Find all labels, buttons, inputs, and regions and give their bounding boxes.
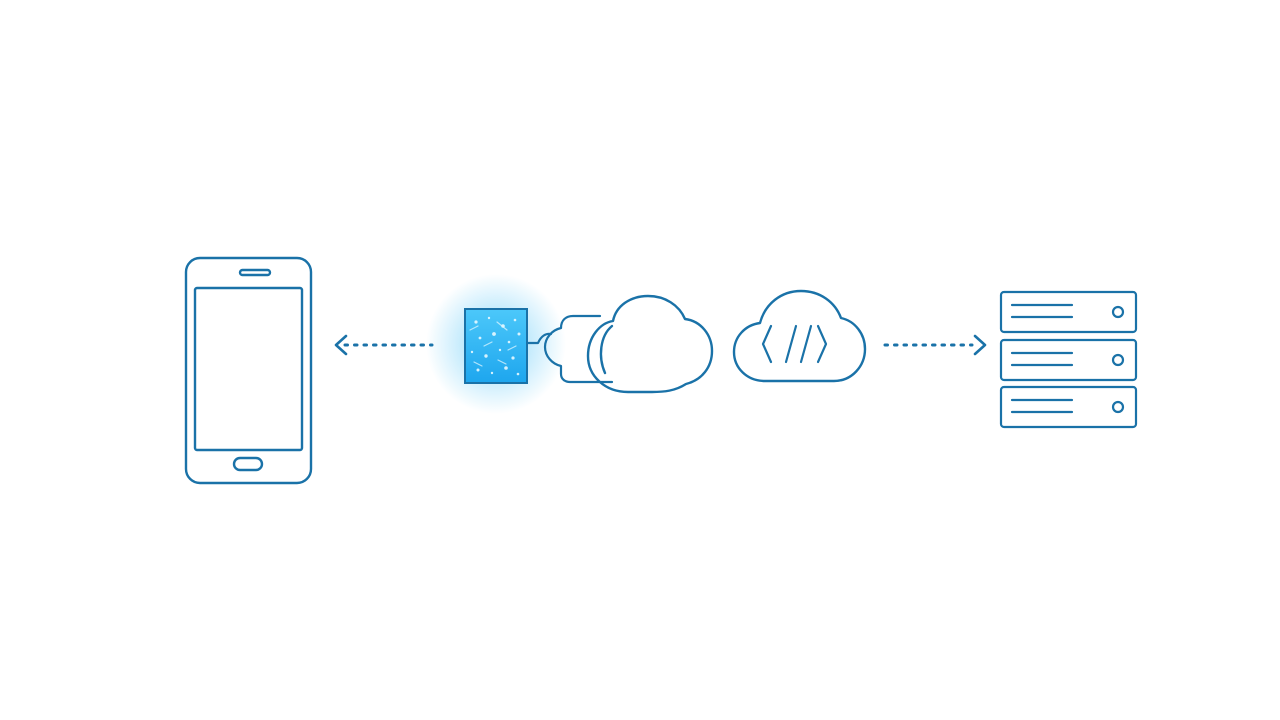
cloud-icon [586,294,714,394]
code-cloud-outline [732,289,867,383]
code-symbol-icon [761,324,828,364]
smartphone-icon [184,256,313,485]
server-status-light [1111,353,1125,367]
server-unit-1 [999,290,1138,334]
phone-body [184,256,313,485]
phone-home-button [232,456,264,472]
packet-sparkles [470,316,521,376]
server-unit-3 [999,385,1138,429]
server-unit-2 [999,338,1138,382]
packet-streaks [469,321,517,367]
packet-body [464,308,528,384]
connector-body [543,314,614,384]
cloud-outline [586,294,714,394]
phone-screen [193,286,304,452]
server-status-light [1111,305,1125,319]
arrowhead-right [973,334,987,356]
cloud-code-icon [732,289,867,383]
server-rack-icon [999,290,1138,429]
arrow-to-server [883,334,987,356]
cloud-inner-fold [599,324,614,375]
arrow-to-phone [334,334,434,356]
encrypted-data-block-icon [426,274,566,414]
plug-connector-icon [526,314,614,384]
phone-speaker [238,268,272,277]
server-status-light [1111,400,1125,414]
arrowhead-left [334,334,348,356]
